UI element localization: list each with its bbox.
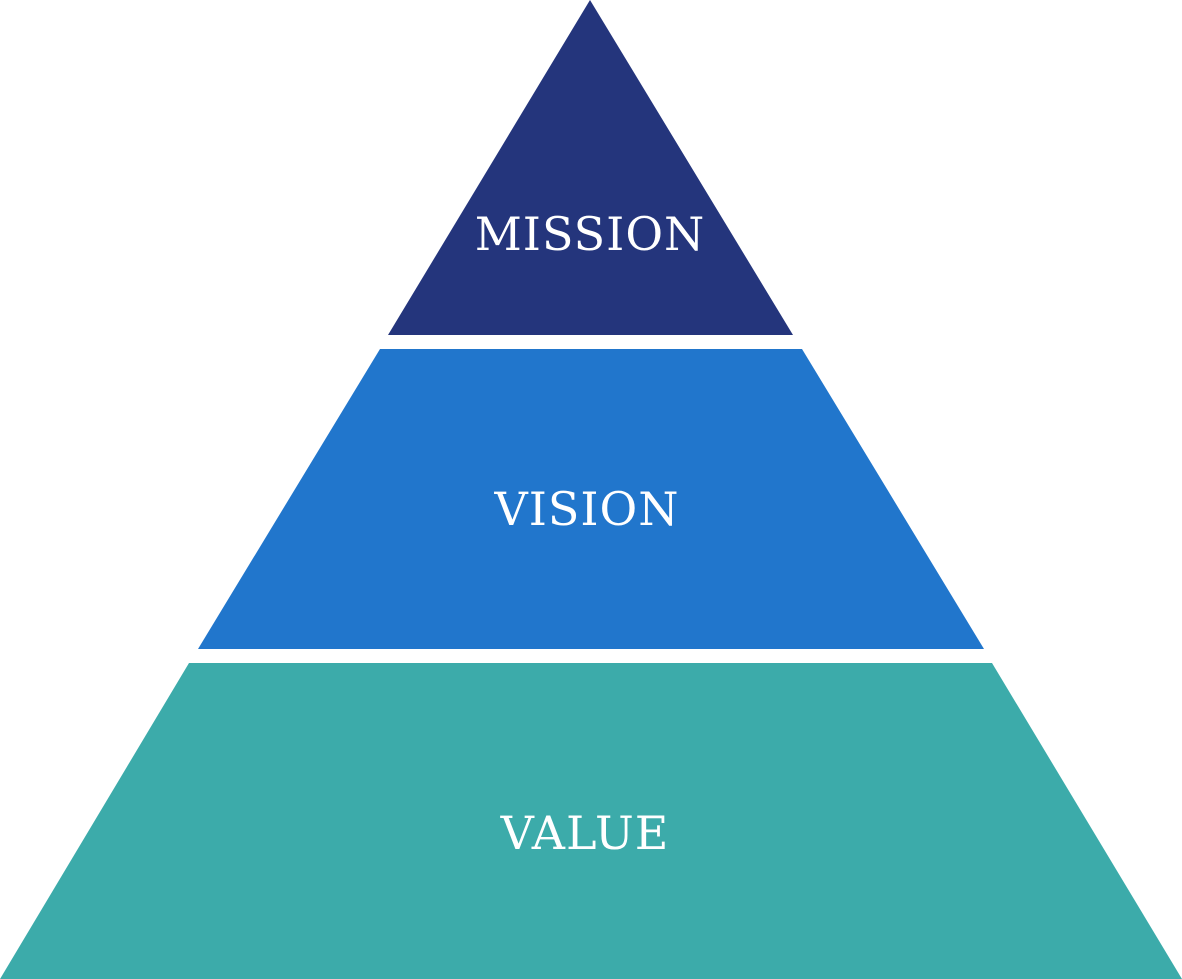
tier-vision-shape — [198, 349, 984, 649]
tier-vision: VISION — [198, 349, 984, 649]
tier-mission-label: MISSION — [475, 207, 706, 261]
tier-value: VALUE — [0, 663, 1182, 979]
tier-vision-label: VISION — [493, 482, 679, 536]
tier-value-shape — [0, 663, 1182, 979]
tier-value-label: VALUE — [500, 806, 670, 860]
tier-mission: MISSION — [388, 0, 793, 335]
tier-mission-shape — [388, 0, 793, 335]
